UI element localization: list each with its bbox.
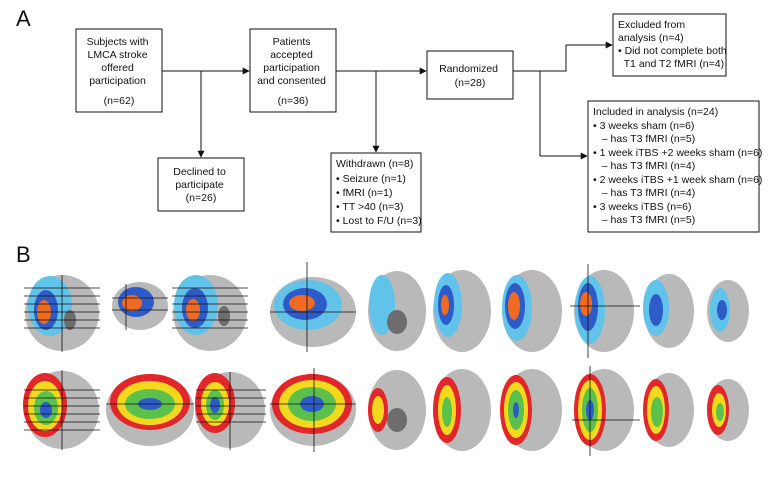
brain-row-1 [24, 262, 749, 358]
brain-slice-coronal-3 [23, 370, 99, 450]
brain-slice-axial-12 [707, 379, 749, 441]
excluded-box [612, 13, 727, 77]
declined-box [157, 157, 245, 212]
brain-slice-sagittal-2 [270, 262, 356, 352]
randomized-box [426, 50, 514, 100]
brain-slice-coronal-4 [195, 372, 265, 450]
brain-slice-coronal-1 [25, 275, 99, 352]
withdrawn-text: Withdrawn (n=8) • Seizure (n=1) • fMRI (… [336, 158, 422, 227]
subjects-box [75, 28, 163, 113]
randomized-text: Randomized (n=28) [439, 63, 501, 89]
brain-slice-sagittal-1 [112, 282, 168, 330]
brain-slice-axial-10 [572, 366, 640, 456]
brain-slice-axial-8 [433, 369, 491, 451]
brain-slice-axial-11 [643, 373, 694, 447]
brain-slice-sagittal-4 [270, 368, 356, 452]
brain-slice-axial-3 [502, 270, 562, 352]
included-text: Included in analysis (n=24) • 3 weeks sh… [0, 0, 777, 226]
brain-slice-axial-5 [643, 274, 694, 348]
brain-slice-axial-2 [433, 270, 491, 352]
brain-slice-axial-9 [500, 369, 562, 451]
included-box [587, 100, 760, 233]
declined-text: Declined to participate (n=26) [173, 166, 228, 204]
brain-slice-axial-1 [368, 271, 426, 351]
brain-row-2 [23, 366, 749, 456]
brain-slice-sagittal-3 [106, 374, 194, 446]
excluded-text: Excluded from analysis (n=4) • Did not c… [0, 0, 741, 70]
flowchart: Subjects with LMCA stroke offered partic… [0, 0, 777, 233]
brain-slice-axial-7 [368, 370, 426, 450]
panel-b-label: B [16, 242, 31, 267]
patients-text: Patients accepted participation and cons… [257, 36, 329, 107]
brain-slice-axial-4 [570, 264, 640, 358]
brain-slice-coronal-2 [173, 275, 247, 351]
withdrawn-box [330, 152, 422, 233]
panel-a-label: A [16, 6, 31, 31]
brain-slice-axial-6 [707, 280, 749, 342]
subjects-text: Subjects with LMCA stroke offered partic… [87, 36, 152, 107]
arrow-to-excluded [540, 41, 613, 72]
